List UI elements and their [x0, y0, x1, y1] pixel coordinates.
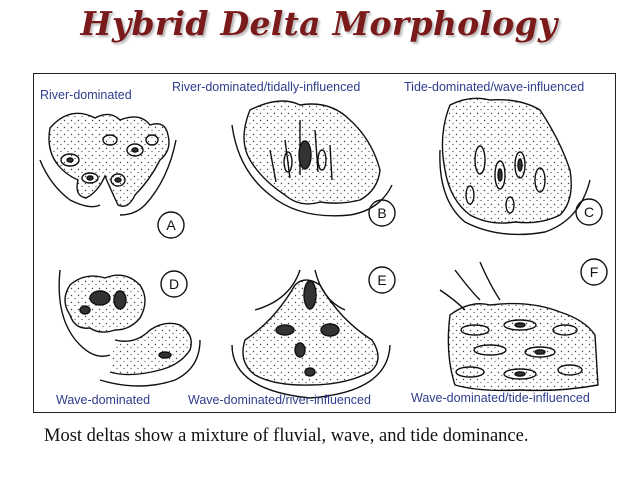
panel-letter-a: A [166, 217, 176, 233]
panel-label-f: Wave-dominated/tide-influenced [411, 391, 590, 405]
slide-caption: Most deltas show a mixture of fluvial, w… [44, 426, 529, 446]
delta-b-sketch [231, 100, 396, 227]
delta-d-sketch [58, 269, 201, 387]
panel-letter-f: F [590, 264, 599, 280]
panel-label-d: Wave-dominated [56, 393, 151, 407]
panel-label-a: River-dominated [40, 88, 132, 102]
panel-letter-e: E [377, 272, 386, 288]
delta-c-sketch [439, 97, 603, 236]
panel-label-e: Wave-dominated/river-influenced [188, 393, 371, 407]
panel-label-b: River-dominated/tidally-influenced [172, 80, 361, 94]
panel-letter-d: D [169, 276, 179, 292]
panel-label-c: Tide-dominated/wave-influenced [404, 80, 585, 94]
delta-e-sketch [231, 266, 396, 399]
delta-a-sketch [39, 112, 185, 239]
delta-f-sketch [439, 258, 608, 392]
panel-letter-b: B [377, 205, 386, 221]
slide-title: Hybrid Delta Morphology [80, 4, 558, 43]
panel-letter-c: C [584, 204, 594, 220]
